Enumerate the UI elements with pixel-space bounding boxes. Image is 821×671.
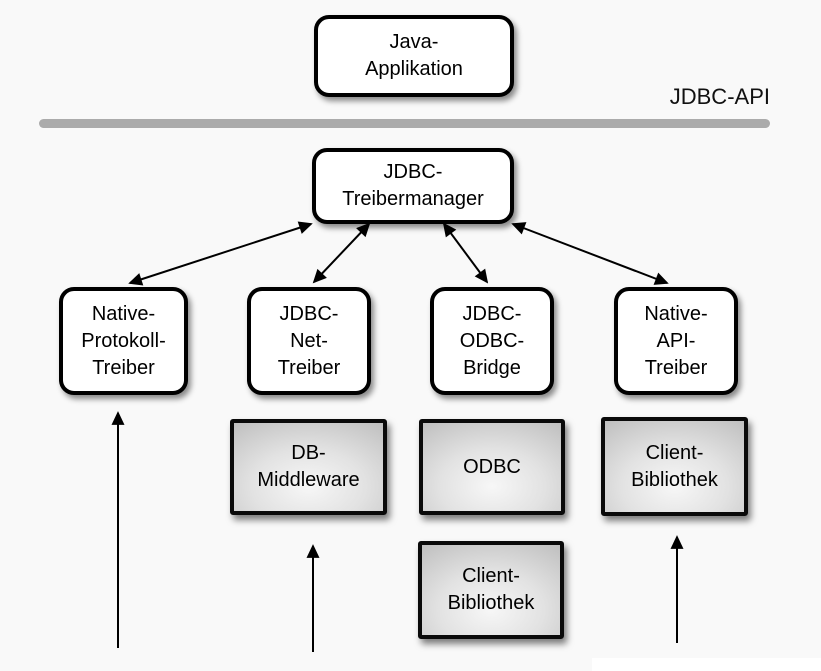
node-jdbc-net-treiber: JDBC- Net- Treiber	[247, 287, 371, 395]
jdbc-api-label: JDBC-API	[669, 84, 770, 109]
edge-manager-nativeapi	[511, 222, 669, 285]
node-odbc: ODBC	[419, 419, 565, 515]
node-native-protokoll-treiber: Native- Protokoll- Treiber	[59, 287, 188, 395]
edge-manager-jdbcnet	[312, 222, 371, 284]
jdbc-api-divider-bar	[39, 119, 770, 128]
edge-manager-jdbcodbc	[442, 222, 489, 284]
node-jdbc-odbc-bridge: JDBC- ODBC- Bridge	[430, 287, 554, 395]
bottom-right-cutoff-strip	[592, 658, 821, 671]
node-client-bibliothek-native-api: Client- Bibliothek	[601, 417, 748, 516]
node-db-middleware: DB- Middleware	[230, 419, 387, 515]
edge-manager-nativeprotokoll	[128, 221, 313, 286]
node-native-api-treiber: Native- API- Treiber	[614, 287, 738, 395]
node-jdbc-treibermanager: JDBC- Treibermanager	[312, 148, 514, 224]
node-client-bibliothek-odbc: Client- Bibliothek	[418, 541, 564, 639]
node-java-applikation: Java- Applikation	[314, 15, 514, 97]
